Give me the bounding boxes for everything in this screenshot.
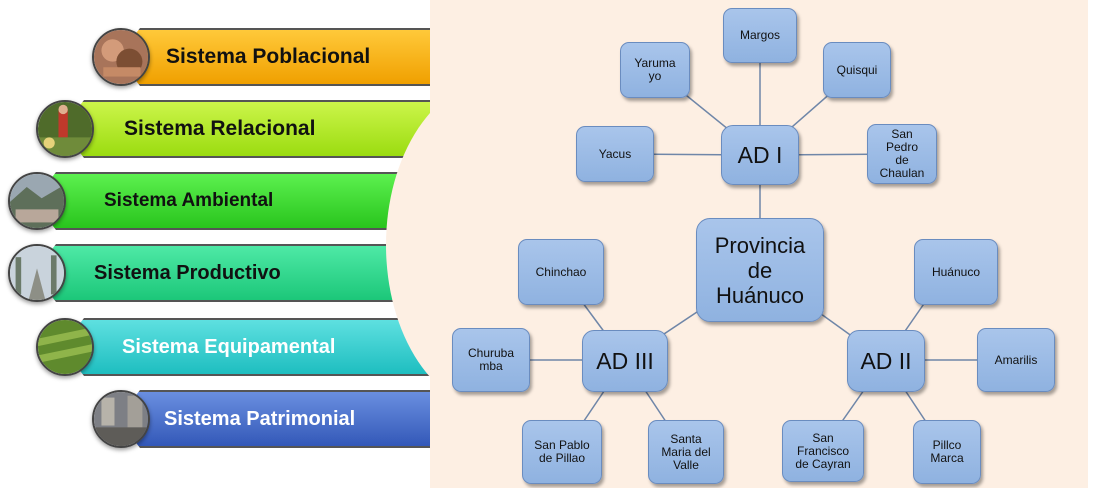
sistema-relacional-label: Sistema Relacional [124,117,316,140]
province-huanuco-center: Provincia de Huánuco [696,218,824,322]
district-quisqui: Quisqui [823,42,891,98]
panel-border [1088,0,1093,488]
city-landscape-photo-icon [8,172,66,230]
district-margos: Margos [723,8,797,63]
district-san-francisco-de-cayran: San Francisco de Cayran [782,420,864,482]
ad-ii-hub: AD II [847,330,925,392]
district-chinchao: Chinchao [518,239,604,305]
field-photo-icon [36,318,94,376]
district-huanuco: Huánuco [914,239,998,305]
district-churubamba: Churuba mba [452,328,530,392]
sistema-ambiental-bar: Sistema Ambiental [34,172,430,230]
sistema-productivo-bar: Sistema Productivo [34,244,430,302]
street-photo-icon [8,244,66,302]
sistema-patrimonial-label: Sistema Patrimonial [164,407,356,430]
sistema-ambiental-label: Sistema Ambiental [104,190,274,211]
district-yacus: Yacus [576,126,654,182]
sistema-poblacional-label: Sistema Poblacional [166,45,371,68]
districts-diagram: Margos Yaruma yo Quisqui Yacus San Pedro… [430,0,1093,488]
market-photo-icon [36,100,94,158]
sistema-equipamental-label: Sistema Equipamental [122,335,336,358]
district-san-pedro-de-chaulan: San Pedro de Chaulan [867,124,937,184]
district-amarilis: Amarilis [977,328,1055,392]
people-photo-icon [92,28,150,86]
ad-i-hub: AD I [721,125,799,185]
district-yarumayo: Yaruma yo [620,42,690,98]
district-san-pablo-de-pillao: San Pablo de Pillao [522,420,602,484]
sistema-poblacional-bar: Sistema Poblacional [118,28,430,86]
sistema-relacional-bar: Sistema Relacional [62,100,430,158]
district-pillco-marca: Pillco Marca [913,420,981,484]
sistema-productivo-label: Sistema Productivo [94,261,281,284]
district-santa-maria-del-valle: Santa Maria del Valle [648,420,724,484]
ad-iii-hub: AD III [582,330,668,392]
sistema-equipamental-bar: Sistema Equipamental [62,318,430,376]
sistema-patrimonial-bar: Sistema Patrimonial [118,390,430,448]
plaza-photo-icon [92,390,150,448]
